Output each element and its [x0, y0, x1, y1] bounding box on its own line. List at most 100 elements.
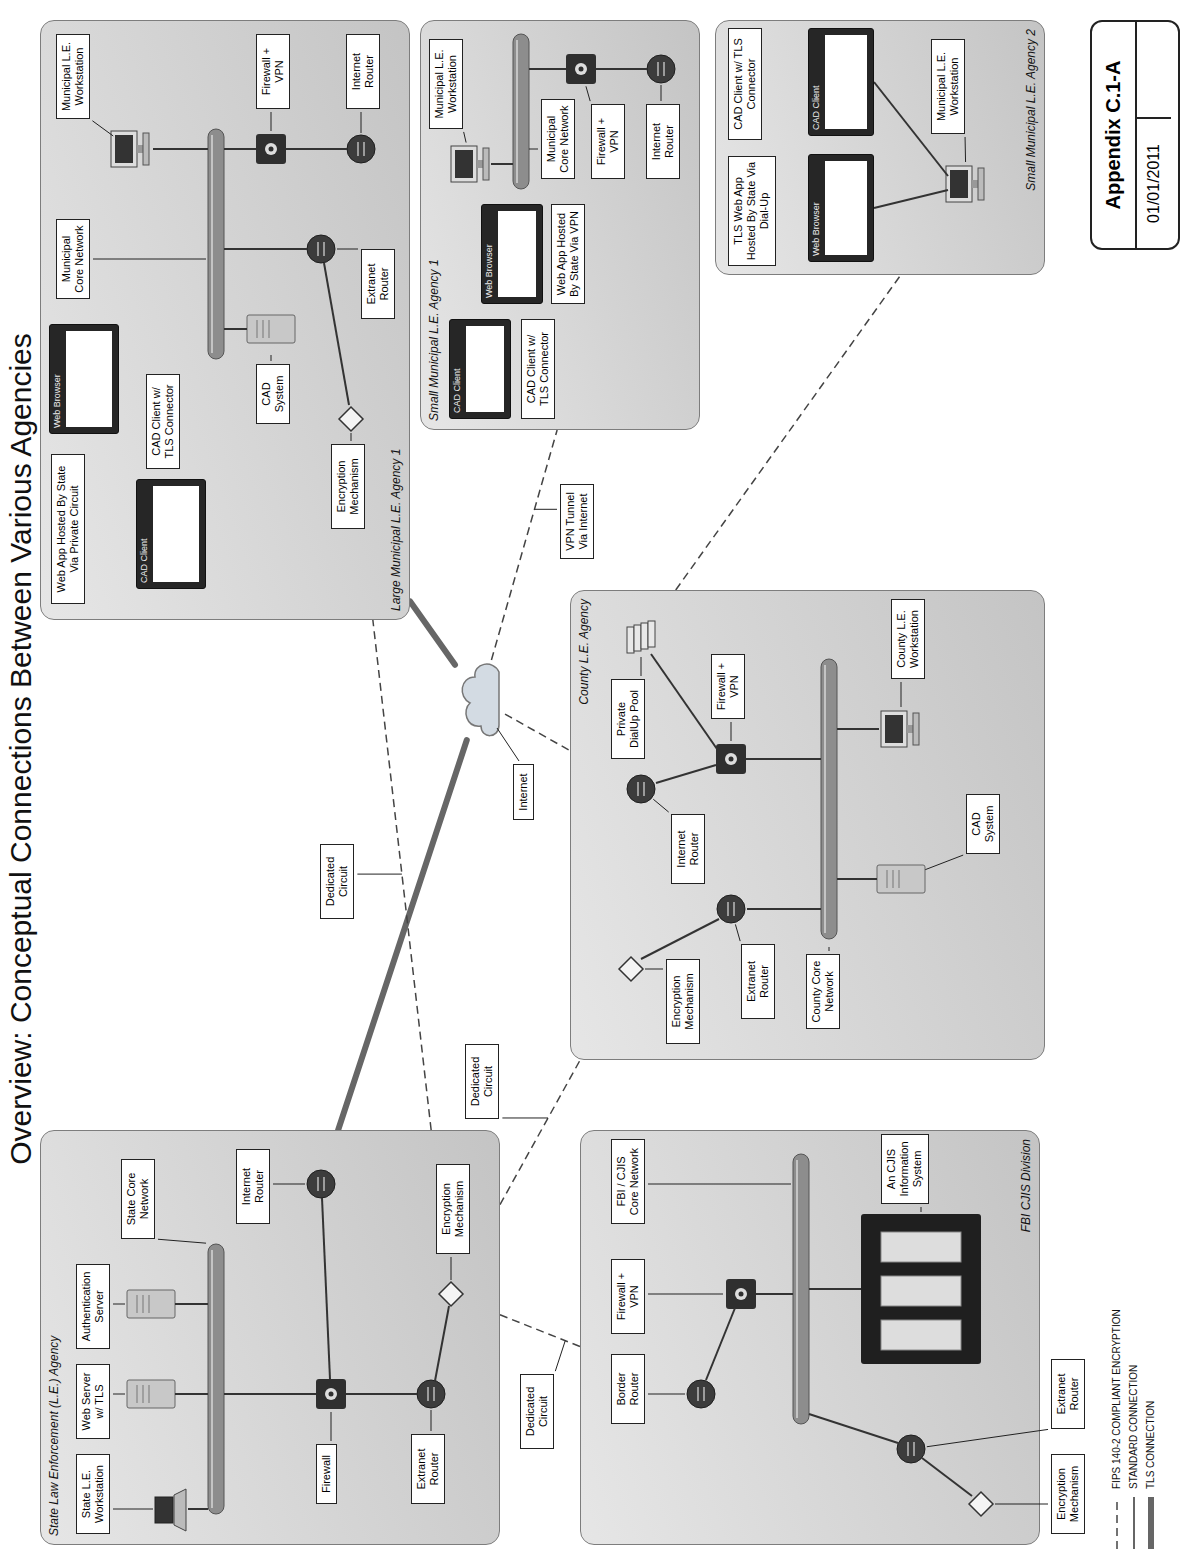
leader-line	[641, 657, 642, 676]
leader-line	[431, 1410, 432, 1431]
callout-text: Encryption Mechanism	[440, 1169, 466, 1249]
legend-sample	[1112, 1495, 1122, 1551]
callout-text: Municipal Core Network	[545, 104, 571, 174]
router-icon	[897, 1435, 925, 1463]
connection-line	[500, 1060, 580, 1205]
callout-text: Internet Router	[675, 819, 701, 879]
callout-box: Encryption Mechanism	[436, 1164, 470, 1254]
network-wire	[706, 1308, 735, 1380]
agency-region: Small Municipal L.E. Agency 2TLS Web App…	[715, 20, 1045, 275]
network-wire	[809, 1288, 861, 1290]
callout-box: Firewall + VPN	[711, 654, 745, 719]
core-network-bar	[513, 34, 529, 189]
callout-text: Firewall + VPN	[595, 109, 621, 174]
callout-box: Border Router	[611, 1354, 645, 1424]
network-wire	[656, 765, 716, 783]
leader-line	[927, 1429, 1048, 1446]
connection-line	[373, 620, 431, 1130]
legend-sample	[1146, 1495, 1156, 1551]
callout-text: Municipal L.E. Workstation	[60, 39, 86, 114]
callout-box: Internet Router	[236, 1149, 270, 1224]
network-wire	[529, 68, 566, 70]
network-wire	[224, 248, 307, 250]
callout-box: County Core Network	[806, 954, 840, 1029]
window-title: CAD Client	[809, 29, 823, 135]
network-wire	[747, 908, 821, 910]
network-wire	[651, 654, 717, 749]
callout-box: Firewall	[316, 1444, 337, 1504]
appendix-title: Appendix C.1-A	[1092, 22, 1137, 248]
callout-box: Authentication Server	[76, 1264, 110, 1349]
window-panel	[66, 331, 112, 427]
legend-line	[1148, 1497, 1154, 1549]
callout-box: Extranet Router	[741, 944, 775, 1019]
connection-line	[410, 601, 455, 664]
callout-box: CAD Client w/ TLS Connector	[146, 374, 180, 469]
core-network-bar	[793, 1154, 809, 1424]
callout-text: CAD Client w/ TLS Connector	[732, 33, 758, 135]
callout-box: TLS Web App Hosted By State Via Dial-Up	[728, 156, 776, 266]
network-wire	[224, 328, 247, 330]
callout-text: Encryption Mechanism	[670, 964, 696, 1039]
window-panel	[498, 211, 536, 297]
legend-line	[1116, 1497, 1118, 1549]
callout-box: Extranet Router	[1051, 1359, 1085, 1429]
window-title: Web Browser	[482, 205, 496, 303]
agency-region: County L.E. AgencyEncryption MechanismEx…	[570, 590, 1045, 1060]
firewall-icon	[316, 1379, 346, 1409]
callout-text: Extranet Router	[745, 949, 771, 1014]
connection-line	[491, 430, 557, 660]
network-wire	[346, 1393, 417, 1395]
leader-line	[995, 1504, 1048, 1505]
callout-text: Firewall + VPN	[715, 659, 741, 714]
callout-box: Encryption Mechanism	[666, 959, 700, 1044]
connection-label: Dedicated Circuit	[520, 1374, 554, 1449]
region-heading: Small Municipal L.E. Agency 1	[427, 259, 441, 421]
callout-text: Extranet Router	[1055, 1364, 1081, 1424]
server-icon	[247, 315, 295, 343]
legend-text: TLS CONNECTION	[1145, 1401, 1156, 1489]
legend-row: TLS CONNECTION	[1142, 1309, 1159, 1551]
callout-text: Web Server w/ TLS	[80, 1369, 106, 1434]
network-wire	[322, 1198, 330, 1379]
server-icon	[877, 865, 925, 893]
callout-box: Extranet Router	[361, 249, 395, 319]
encryption-icon	[619, 957, 643, 981]
callout-text: State Core Network	[125, 1164, 151, 1234]
core-network-bar	[208, 129, 224, 359]
callout-text: CAD System	[260, 369, 286, 419]
network-wire	[324, 263, 349, 405]
callout-text: Municipal Core Network	[60, 224, 86, 294]
connection-label: Dedicated Circuit	[465, 1044, 499, 1119]
legend-text: FIPS 140-2 COMPLIANT ENCRYPTION	[1111, 1309, 1122, 1489]
callout-text: Private DialUp Pool	[615, 684, 641, 754]
region-drawing	[581, 1131, 1039, 1544]
callout-box: CAD System	[256, 364, 290, 424]
callout-box: Encryption Mechanism	[331, 444, 365, 529]
leader-line	[648, 1394, 685, 1395]
callout-text: Internet Router	[240, 1154, 266, 1219]
callout-box: Web App Hosted By State Via VPN	[551, 204, 585, 304]
router-icon	[307, 1170, 335, 1198]
workstation-icon	[451, 146, 489, 182]
leader-line	[113, 1304, 125, 1305]
laptop-icon	[155, 1489, 186, 1531]
network-wire	[837, 878, 877, 880]
leader-line	[645, 969, 663, 970]
diagram-title: Overview: Conceptual Connections Between…	[4, 199, 38, 1299]
connection-line	[676, 275, 901, 590]
legend: FIPS 140-2 COMPLIANT ENCRYPTION STANDARD …	[1108, 1309, 1159, 1551]
callout-box: Firewall + VPN	[256, 34, 290, 109]
callout-box: Firewall + VPN	[591, 104, 625, 179]
app-window: CAD Client	[136, 479, 206, 589]
leader-line	[273, 1184, 305, 1185]
callout-box: Internet Router	[671, 814, 705, 884]
legend-text: STANDARD CONNECTION	[1128, 1365, 1139, 1489]
network-wire	[188, 1508, 208, 1510]
callout-text: Web App Hosted By State Via Private Circ…	[55, 459, 81, 599]
callout-box: Municipal L.E. Workstation	[429, 39, 463, 129]
callout-text: Firewall + VPN	[615, 1264, 641, 1329]
leader-line	[361, 112, 362, 133]
firewall-icon	[726, 1279, 756, 1309]
